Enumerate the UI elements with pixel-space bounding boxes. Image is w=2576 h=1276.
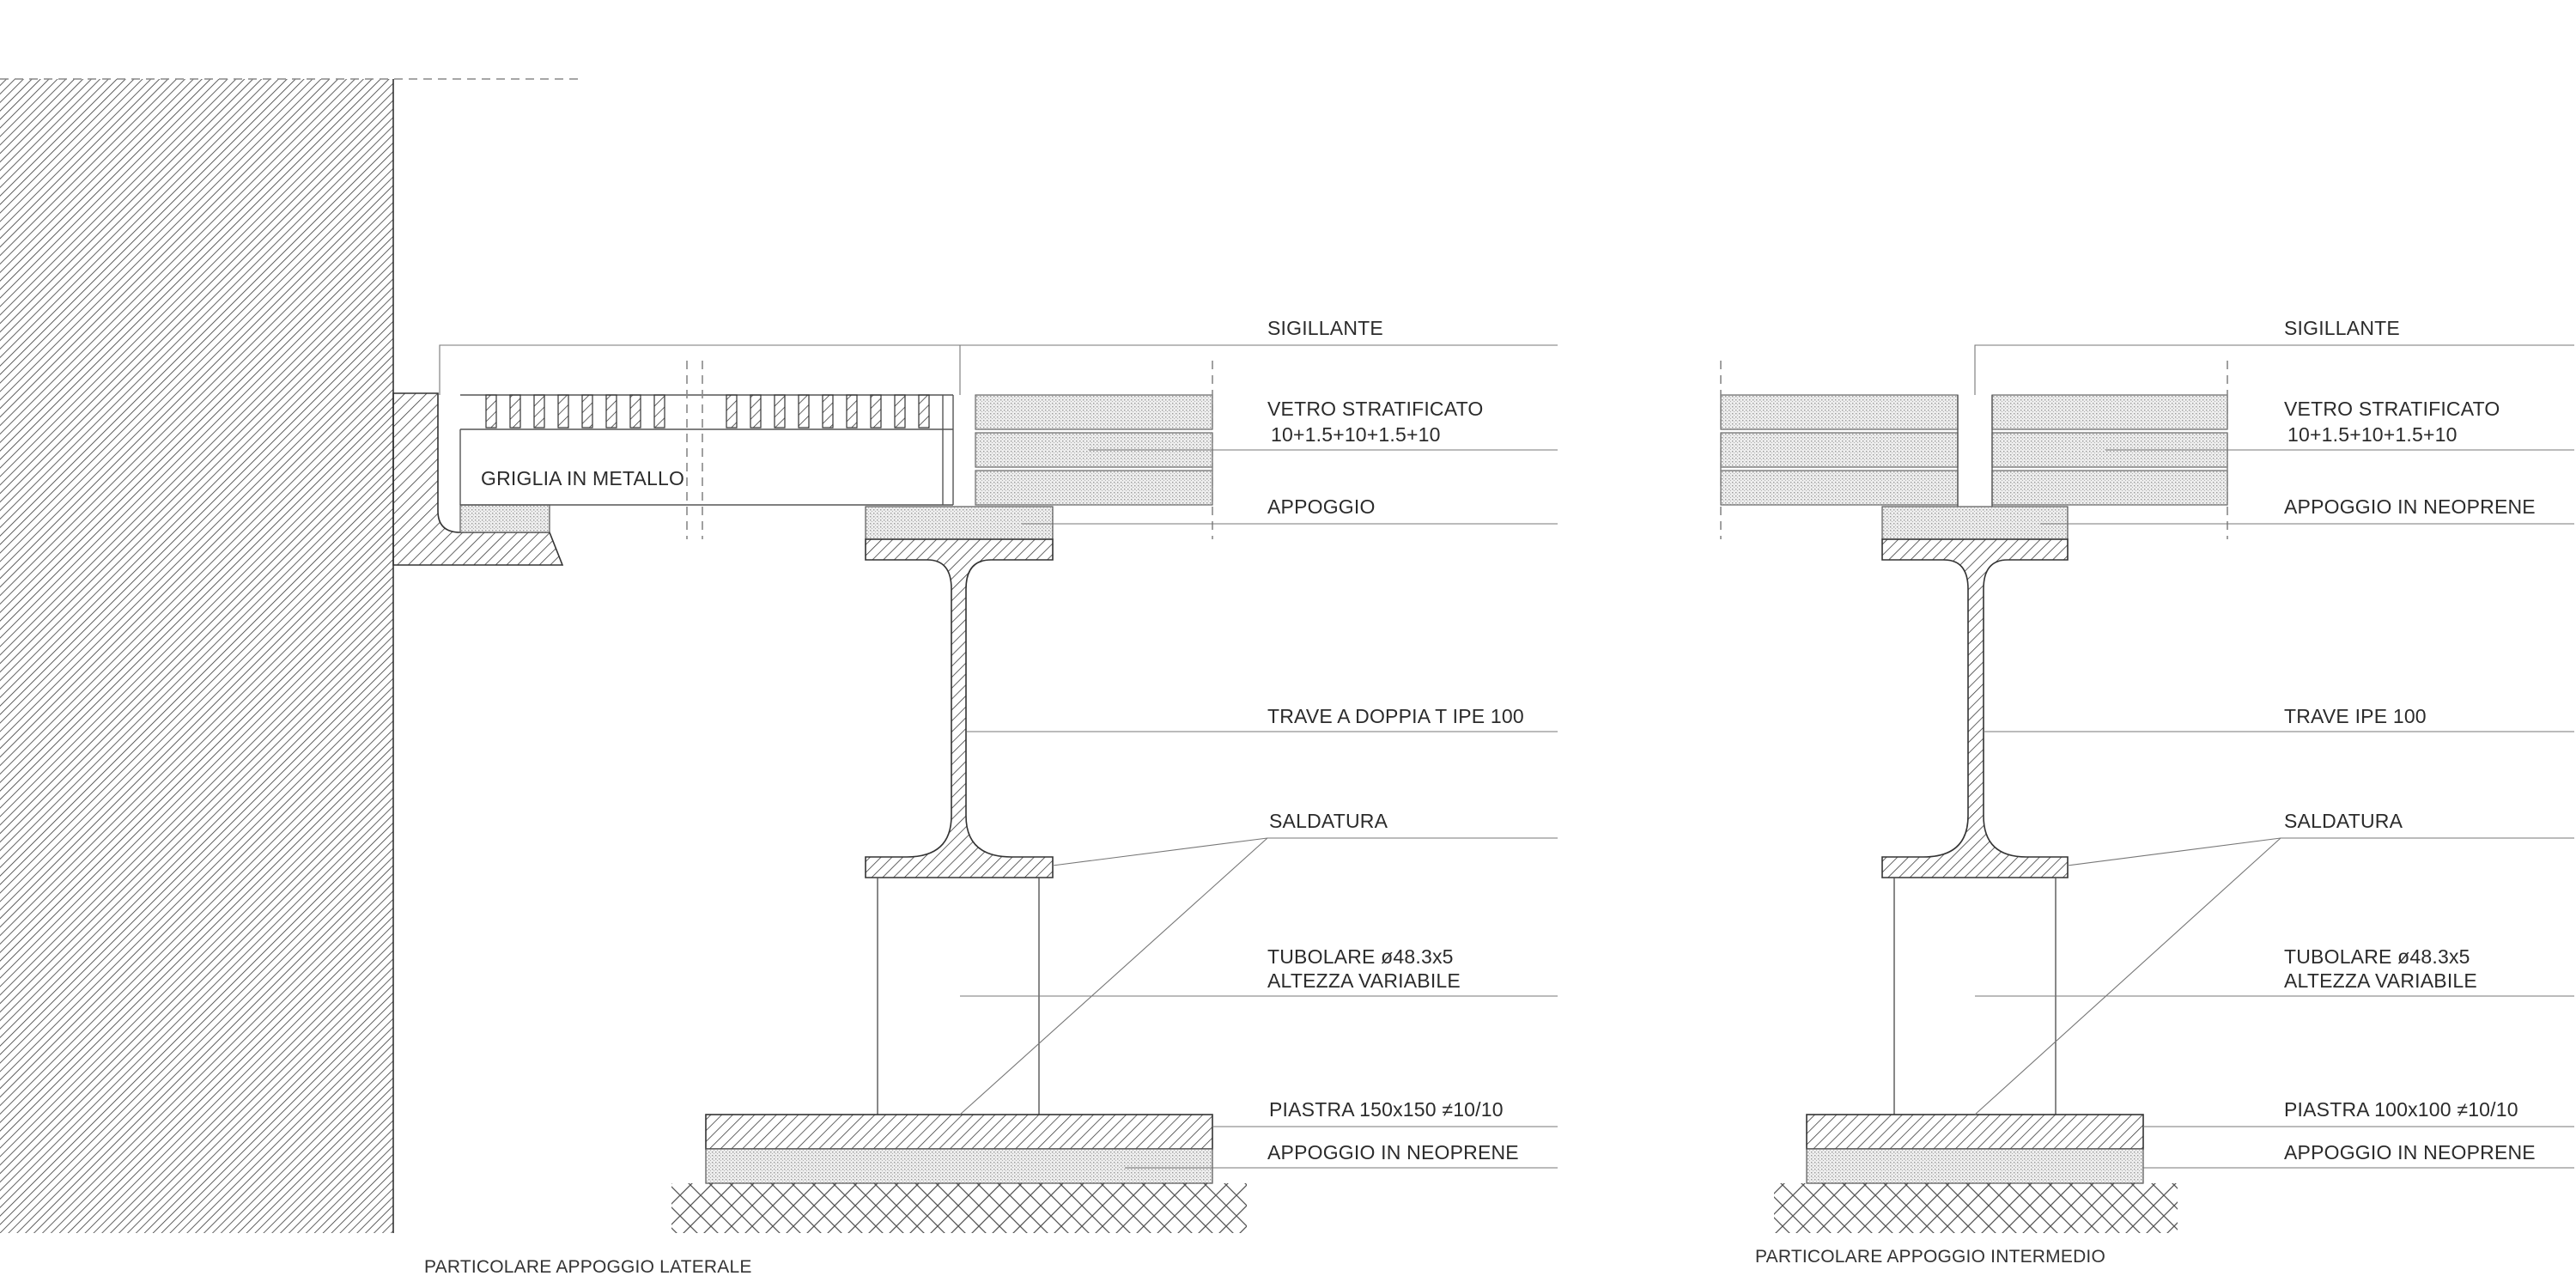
base-plate-left bbox=[705, 1114, 1213, 1150]
label-glass-right-2: 10+1.5+10+1.5+10 bbox=[2287, 423, 2458, 446]
metal-grid bbox=[459, 361, 954, 539]
base-plate-right bbox=[1806, 1114, 2144, 1150]
label-tube-left-1: TUBOLARE ø48.3x5 bbox=[1267, 945, 1454, 968]
label-bearing-left: APPOGGIO bbox=[1267, 495, 1376, 518]
label-beam-left: TRAVE A DOPPIA T IPE 100 bbox=[1267, 705, 1524, 727]
base-neoprene-right bbox=[1806, 1148, 2144, 1184]
label-tube-left-2: ALTEZZA VARIABILE bbox=[1267, 969, 1461, 992]
ground-left bbox=[671, 1183, 1247, 1233]
label-bearing-right: APPOGGIO IN NEOPRENE bbox=[2284, 495, 2536, 518]
label-plate-right: PIASTRA 100x100 ≠10/10 bbox=[2284, 1098, 2518, 1121]
grid-support-pad bbox=[459, 504, 550, 533]
base-neoprene-left bbox=[705, 1148, 1213, 1184]
label-weld-right: SALDATURA bbox=[2284, 810, 2403, 832]
label-weld-left: SALDATURA bbox=[1269, 810, 1388, 832]
left-detail: GRIGLIA IN METALLO bbox=[0, 78, 1558, 1276]
leader-lines-right bbox=[1974, 344, 2574, 1169]
steel-angle-bracket bbox=[392, 392, 564, 566]
caption-right: PARTICOLARE APPOGGIO INTERMEDIO bbox=[1755, 1247, 2105, 1267]
label-sealant-right: SIGILLANTE bbox=[2284, 317, 2400, 339]
bearing-pad-left bbox=[865, 506, 1054, 540]
ipe-beam-left bbox=[865, 538, 1054, 878]
grid-label: GRIGLIA IN METALLO bbox=[481, 467, 684, 489]
label-glass-left-2: 10+1.5+10+1.5+10 bbox=[1271, 423, 1441, 446]
bearing-pad-right bbox=[1881, 506, 2069, 540]
label-tube-right-1: TUBOLARE ø48.3x5 bbox=[2284, 945, 2470, 968]
ipe-beam-right bbox=[1881, 538, 2069, 878]
label-base-bearing-left: APPOGGIO IN NEOPRENE bbox=[1267, 1141, 1519, 1164]
caption-left: PARTICOLARE APPOGGIO LATERALE bbox=[424, 1257, 752, 1276]
label-tube-right-2: ALTEZZA VARIABILE bbox=[2284, 969, 2477, 992]
leader-lines-left bbox=[439, 344, 1558, 1169]
label-glass-right-1: VETRO STRATIFICATO bbox=[2284, 398, 2500, 420]
label-beam-right: TRAVE IPE 100 bbox=[2284, 705, 2427, 727]
label-sealant-left: SIGILLANTE bbox=[1267, 317, 1383, 339]
label-glass-left-1: VETRO STRATIFICATO bbox=[1267, 398, 1484, 420]
label-base-bearing-right: APPOGGIO IN NEOPRENE bbox=[2284, 1141, 2536, 1164]
label-plate-left: PIASTRA 150x150 ≠10/10 bbox=[1269, 1098, 1504, 1121]
laminated-glass-right bbox=[1720, 394, 2228, 506]
ground-right bbox=[1774, 1183, 2178, 1233]
concrete-wall bbox=[0, 79, 393, 1233]
right-detail: SIGILLANTE VETRO STRATIFICATO 10+1.5+10+… bbox=[1720, 317, 2574, 1267]
